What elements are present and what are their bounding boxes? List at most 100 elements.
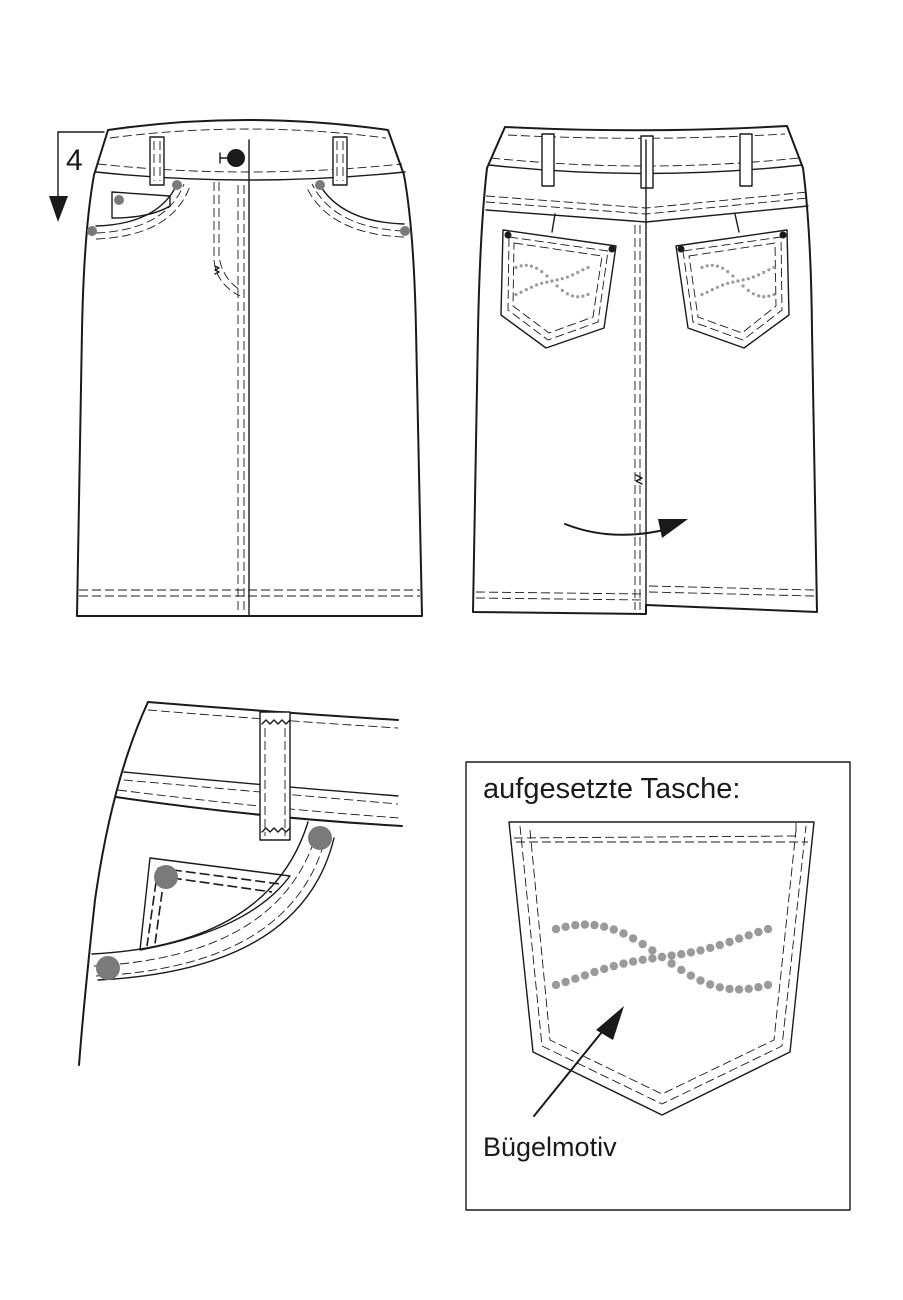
motif-dot — [590, 920, 599, 930]
detail-pocket-opening — [91, 821, 309, 955]
motif-dot — [619, 959, 628, 968]
motif-dot — [600, 964, 609, 974]
motif-dot — [529, 285, 534, 289]
motif-dot — [514, 265, 518, 270]
motif-dot — [736, 279, 740, 283]
motif-dot — [581, 268, 585, 272]
belt-loop — [541, 133, 555, 187]
skirt-back-view — [472, 125, 818, 615]
motif-dot — [565, 292, 570, 296]
pocket-motif-small — [700, 263, 776, 299]
motif-dot — [545, 280, 549, 284]
wrap-direction-arrow — [564, 523, 665, 536]
motif-dot — [734, 985, 744, 994]
motif-dot — [677, 950, 686, 959]
motif-dot — [715, 264, 720, 268]
patch-pocket — [508, 821, 815, 1116]
motif-dot — [540, 270, 544, 274]
belt-loop — [739, 133, 753, 187]
motif-dot — [696, 976, 705, 985]
motif-dot — [638, 939, 647, 949]
motif-dot — [746, 277, 750, 281]
motif-dot — [565, 275, 570, 279]
motif-dot — [657, 952, 667, 962]
front-outline — [76, 119, 423, 617]
motif-dot — [555, 278, 559, 282]
motif-dot — [767, 268, 771, 272]
motif-dot — [609, 925, 618, 934]
motif-dot — [586, 292, 590, 297]
motif-dot — [677, 965, 686, 975]
belt-loop — [640, 135, 654, 189]
skirt-front-view: 4 — [49, 119, 423, 617]
motif-dot — [551, 980, 561, 990]
motif-dot — [600, 922, 609, 931]
motif-dot — [731, 280, 735, 284]
motif-dot — [700, 292, 704, 297]
button-icon — [227, 149, 245, 167]
motif-dot — [731, 274, 735, 278]
motif-dot — [638, 955, 647, 964]
motif-dot — [744, 984, 753, 993]
motif-dot — [580, 971, 590, 980]
motif-dot — [715, 285, 720, 289]
front-pocket-right — [317, 181, 405, 225]
motif-dot — [721, 266, 725, 270]
motif-dot — [741, 278, 745, 282]
motif-dot — [710, 288, 714, 292]
belt-loop — [149, 136, 165, 186]
motif-dot — [648, 954, 657, 963]
motif-dot — [545, 274, 549, 278]
motif-dot — [696, 946, 705, 955]
motif-dot — [628, 957, 638, 966]
motif-dot — [700, 265, 704, 270]
motif-dot — [551, 924, 561, 934]
motif-dot — [619, 929, 628, 938]
belt-loop — [332, 136, 348, 186]
motif-dot — [586, 265, 590, 270]
motif-dot — [721, 283, 725, 287]
motif-dot — [628, 934, 638, 943]
motif-dot — [757, 273, 761, 277]
motif-dot — [746, 288, 750, 292]
arrow-head-icon — [658, 519, 688, 538]
detail-box-frame — [465, 761, 851, 1211]
motif-dot — [754, 983, 763, 992]
motif-dot — [726, 270, 730, 274]
motif-dot — [762, 295, 766, 299]
iron-on-motif — [551, 920, 773, 994]
motif-dot — [667, 959, 676, 968]
motif-dot — [767, 294, 771, 298]
motif-dot — [535, 266, 539, 270]
motif-dot — [710, 263, 714, 267]
motif-dot — [560, 288, 564, 292]
front-waistband-seam — [95, 171, 406, 181]
motif-dot — [514, 292, 518, 297]
motif-dot — [751, 275, 756, 279]
motif-dot — [524, 288, 528, 292]
motif-dot — [705, 264, 709, 268]
motif-dot — [706, 943, 715, 953]
motif-dot — [741, 284, 745, 288]
motif-dot — [715, 983, 724, 992]
motif-dot — [772, 265, 776, 270]
motif-dot — [571, 974, 580, 983]
motif-dot — [763, 980, 773, 990]
motif-dot — [686, 948, 696, 957]
motif-dot — [648, 946, 657, 955]
motif-dot — [571, 294, 575, 298]
motif-dot — [581, 294, 585, 298]
motif-dot — [519, 264, 523, 268]
motif-dot — [576, 270, 580, 274]
detail-belt-loop — [259, 711, 291, 841]
motif-dot — [734, 934, 744, 943]
front-pocket-left — [95, 181, 179, 227]
callout-arrow-head-icon — [596, 1006, 624, 1040]
motif-dot — [715, 940, 724, 950]
pocket-motif-small — [514, 263, 590, 299]
motif-dot — [762, 270, 766, 274]
motif-dot — [751, 292, 756, 296]
motif-dot — [550, 279, 554, 283]
motif-dot — [754, 927, 763, 937]
